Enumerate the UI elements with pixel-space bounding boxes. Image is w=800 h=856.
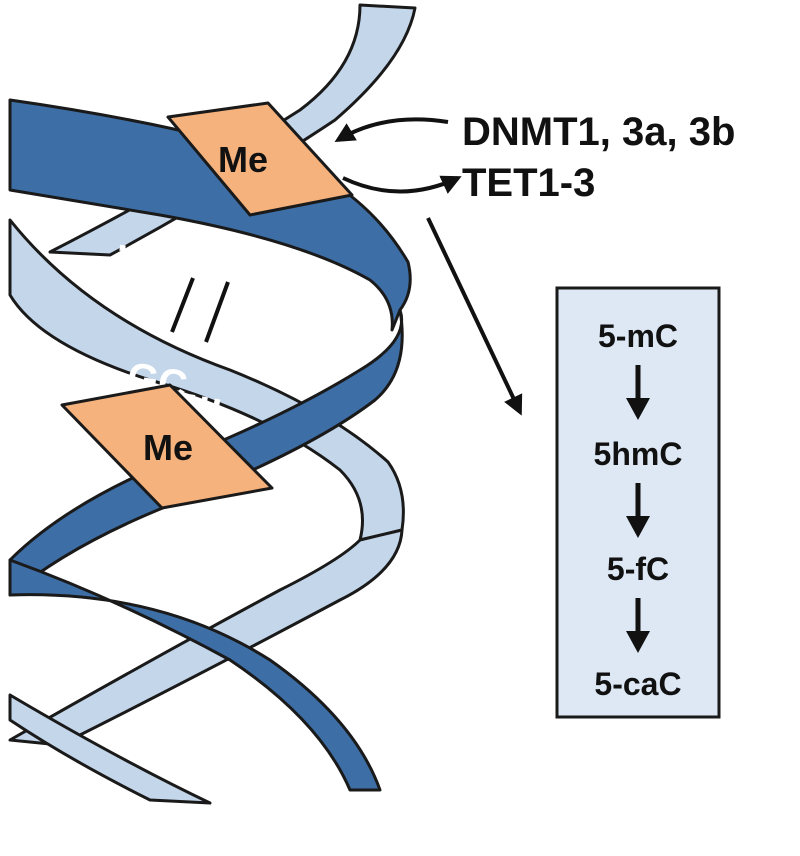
base-pair-bond-1 bbox=[170, 277, 195, 333]
methyl-group-top: Me bbox=[166, 101, 354, 217]
tet-label: TET1-3 bbox=[462, 161, 595, 205]
tet-arrow bbox=[342, 175, 462, 194]
back-strand-segment-top bbox=[48, 3, 417, 257]
methyl-group-bottom: Me bbox=[60, 383, 274, 510]
methyl-label-top: Me bbox=[218, 139, 268, 180]
methyl-label-bottom: Me bbox=[143, 427, 193, 468]
pathway-step-5hmc: 5hmC bbox=[594, 436, 683, 472]
pathway-step-5mc: 5-mC bbox=[598, 318, 678, 354]
pathway-down-arrow-3 bbox=[626, 598, 650, 653]
pathway-step-5cac: 5-caC bbox=[594, 666, 681, 702]
pathway-step-5fc: 5-fC bbox=[607, 551, 669, 587]
dnmt-label: DNMT1, 3a, 3b bbox=[462, 110, 735, 154]
base-pair-bonds bbox=[170, 277, 230, 343]
pathway-down-arrow-2 bbox=[626, 483, 650, 538]
methyl-diamond-bottom bbox=[60, 383, 274, 510]
pathway-arrow bbox=[426, 217, 523, 416]
back-strand-segment-tail bbox=[8, 693, 212, 805]
oxidation-pathway: 5-mC 5hmC 5-fC 5-caC bbox=[555, 286, 721, 719]
base-pair-bond-2 bbox=[204, 281, 230, 343]
methyl-diamond-top bbox=[166, 101, 354, 217]
pathway-down-arrow-1 bbox=[626, 365, 650, 420]
front-strand-segment-bottom bbox=[8, 558, 382, 792]
dnmt-arrow bbox=[334, 117, 449, 143]
